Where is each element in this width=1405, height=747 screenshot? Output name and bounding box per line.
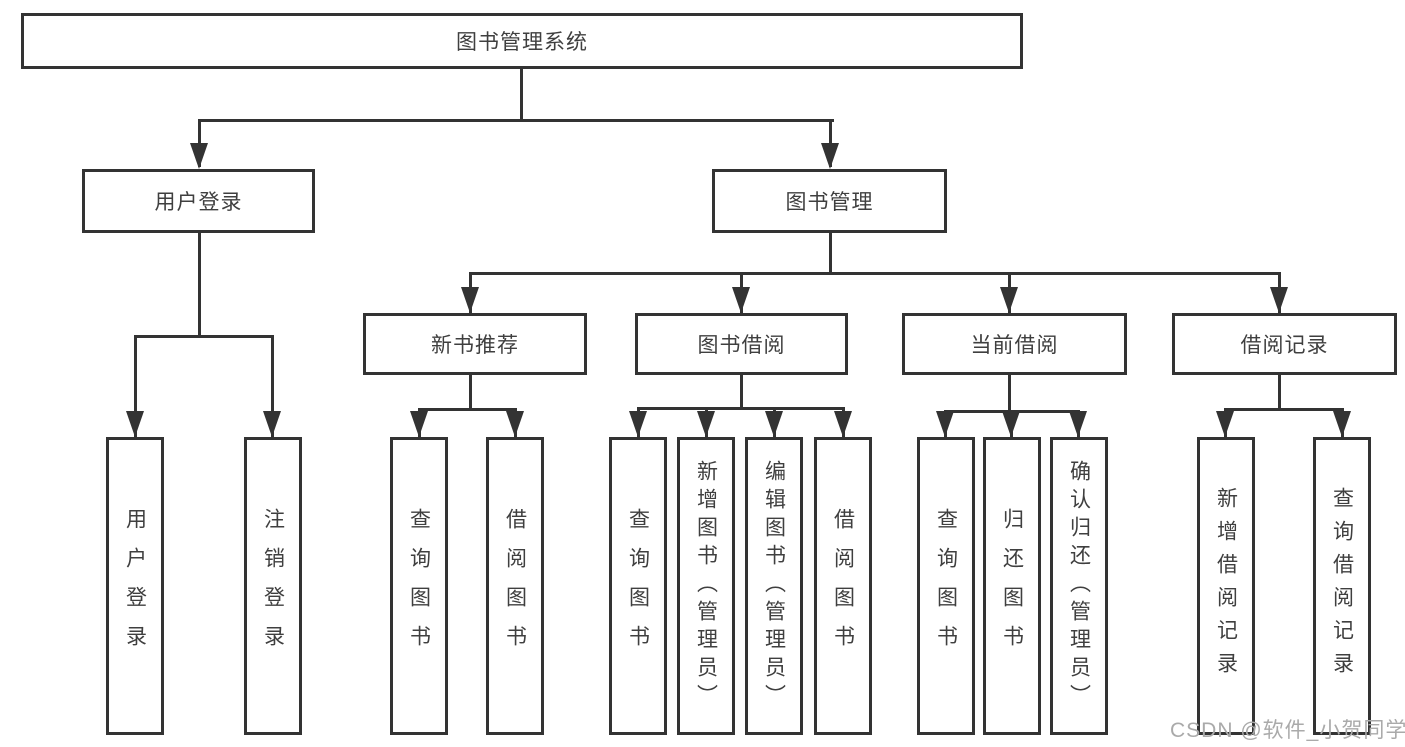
arrow-down-icon	[1000, 287, 1018, 313]
connector-line	[740, 375, 743, 409]
arrow-down-icon	[506, 411, 524, 437]
leaf-query-borrow-record-label: 查询借阅记录	[1330, 487, 1354, 685]
node-user-login: 用户登录	[82, 169, 315, 233]
arrow-down-icon	[765, 411, 783, 437]
node-root-label: 图书管理系统	[456, 31, 588, 54]
leaf-confirm-return-admin: 确认归还（管理员）	[1050, 437, 1108, 735]
arrow-down-icon	[1333, 411, 1351, 437]
connector-line	[418, 408, 517, 411]
leaf-borrow-book-label: 借阅图书	[831, 508, 855, 664]
leaf-confirm-return-admin-label: 确认归还（管理员）	[1067, 460, 1091, 712]
arrow-down-icon	[936, 411, 954, 437]
arrow-down-icon	[1216, 411, 1234, 437]
leaf-query-book-borrow-label: 查询图书	[626, 508, 650, 664]
arrow-down-icon	[834, 411, 852, 437]
arrow-down-icon	[263, 411, 281, 437]
connector-line	[1278, 375, 1281, 410]
arrow-down-icon	[410, 411, 428, 437]
leaf-logout-label: 注销登录	[261, 508, 285, 664]
watermark: CSDN @软件_小贺同学	[1170, 719, 1405, 742]
connector-line	[637, 407, 845, 410]
node-book-borrow-label: 图书借阅	[697, 334, 786, 357]
connector-line	[469, 272, 1281, 275]
node-current-borrow-label: 当前借阅	[970, 334, 1059, 357]
connector-line	[134, 335, 274, 338]
connector-line	[271, 337, 274, 437]
leaf-borrow-book-newbook: 借阅图书	[486, 437, 544, 735]
leaf-borrow-book: 借阅图书	[814, 437, 872, 735]
arrow-down-icon	[1270, 287, 1288, 313]
arrow-down-icon	[190, 143, 208, 169]
node-book-borrow: 图书借阅	[635, 313, 848, 375]
leaf-query-book-current-label: 查询图书	[934, 508, 958, 664]
arrow-down-icon	[461, 287, 479, 313]
connector-line	[198, 119, 834, 122]
leaf-query-book-current: 查询图书	[917, 437, 975, 735]
arrow-down-icon	[126, 411, 144, 437]
node-user-login-label: 用户登录	[154, 191, 243, 214]
connector-line	[829, 233, 832, 274]
leaf-user-login-label: 用户登录	[123, 508, 147, 664]
leaf-add-borrow-record-label: 新增借阅记录	[1214, 487, 1238, 685]
node-borrow-record-label: 借阅记录	[1240, 334, 1329, 357]
connector-line	[1008, 375, 1011, 412]
leaf-return-book: 归还图书	[983, 437, 1041, 735]
leaf-user-login: 用户登录	[106, 437, 164, 735]
connector-line	[198, 233, 201, 337]
leaf-return-book-label: 归还图书	[1000, 508, 1024, 664]
arrow-down-icon	[732, 287, 750, 313]
node-current-borrow: 当前借阅	[902, 313, 1127, 375]
connector-line	[469, 375, 472, 410]
connector-line	[134, 337, 137, 437]
node-root: 图书管理系统	[21, 13, 1023, 69]
leaf-add-book-admin-label: 新增图书（管理员）	[694, 460, 718, 712]
node-book-mgmt: 图书管理	[712, 169, 947, 233]
arrow-down-icon	[697, 411, 715, 437]
node-borrow-record: 借阅记录	[1172, 313, 1397, 375]
leaf-borrow-book-newbook-label: 借阅图书	[503, 508, 527, 664]
arrow-down-icon	[1069, 411, 1087, 437]
connector-line	[1224, 408, 1344, 411]
arrow-down-icon	[821, 143, 839, 169]
leaf-query-book-borrow: 查询图书	[609, 437, 667, 735]
leaf-logout: 注销登录	[244, 437, 302, 735]
leaf-add-book-admin: 新增图书（管理员）	[677, 437, 735, 735]
leaf-edit-book-admin: 编辑图书（管理员）	[745, 437, 803, 735]
leaf-query-book-newbook: 查询图书	[390, 437, 448, 735]
node-new-book-recommend-label: 新书推荐	[431, 334, 519, 357]
arrow-down-icon	[1002, 411, 1020, 437]
node-book-mgmt-label: 图书管理	[785, 191, 874, 214]
node-new-book-recommend: 新书推荐	[363, 313, 587, 375]
leaf-query-book-newbook-label: 查询图书	[407, 508, 431, 664]
arrow-down-icon	[629, 411, 647, 437]
leaf-query-borrow-record: 查询借阅记录	[1313, 437, 1371, 735]
connector-line	[520, 69, 523, 121]
leaf-add-borrow-record: 新增借阅记录	[1197, 437, 1255, 735]
leaf-edit-book-admin-label: 编辑图书（管理员）	[762, 460, 786, 712]
